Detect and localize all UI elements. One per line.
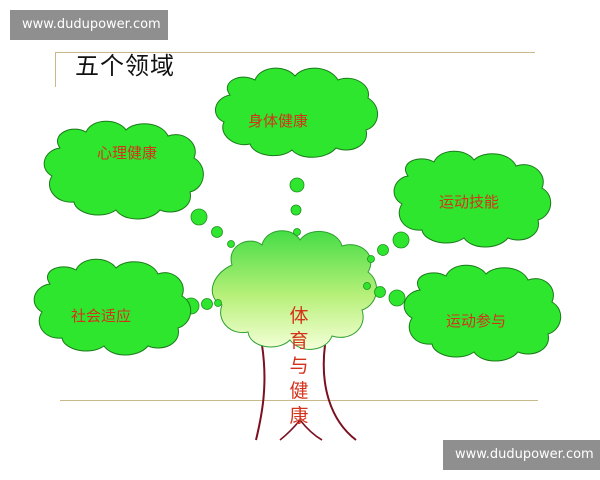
tree-char-1: 体	[289, 305, 308, 327]
diagram-title: 五个领域	[75, 52, 175, 80]
tree-char-5: 康	[289, 405, 308, 427]
cloud-sport-participation: 运动参与	[403, 264, 562, 362]
tree-canopy	[211, 230, 377, 350]
cloud-motor-skills: 运动技能	[393, 150, 552, 248]
tree-char-4: 健	[289, 380, 308, 402]
cloud-label-sport-participation: 运动参与	[446, 312, 506, 330]
frame-bottom-line	[60, 400, 538, 401]
cloud-body-health: 身体健康	[215, 67, 378, 158]
frame-left-line	[55, 52, 56, 87]
tree-char-3: 与	[289, 355, 308, 377]
watermark-bottom: www.dudupower.com	[443, 440, 600, 470]
cloud-label-body-health: 身体健康	[248, 112, 308, 130]
tree-char-2: 育	[289, 330, 308, 352]
watermark-top: www.dudupower.com	[10, 10, 168, 40]
cloud-mental-health: 心理健康	[43, 120, 204, 220]
cloud-label-social-adaptation: 社会适应	[71, 307, 131, 325]
cloud-label-motor-skills: 运动技能	[439, 193, 499, 211]
tree-text: 体 育 与 健 康	[289, 305, 308, 427]
frame-top-line	[55, 52, 535, 53]
cloud-label-mental-health: 心理健康	[97, 144, 157, 162]
cloud-social-adaptation: 社会适应	[33, 258, 192, 356]
tree-trunk	[255, 344, 357, 441]
